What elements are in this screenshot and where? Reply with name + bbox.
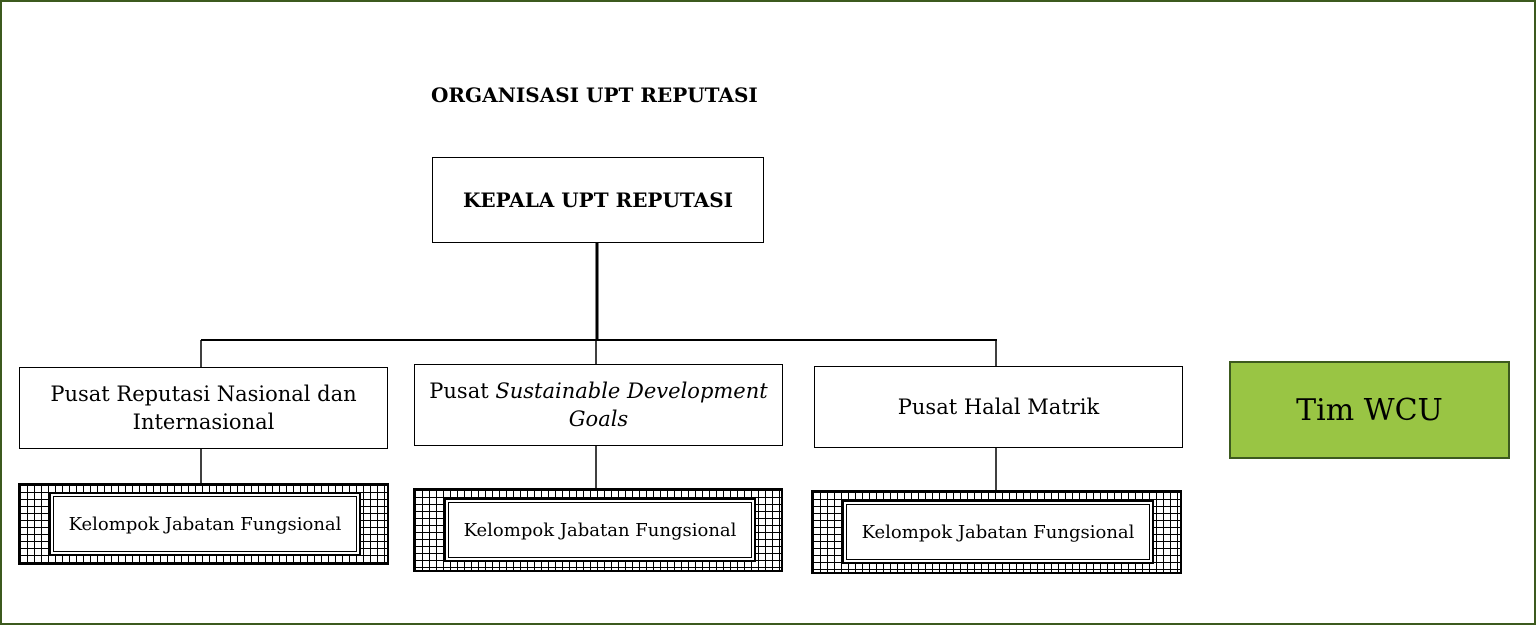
diagram-title: ORGANISASI UPT REPUTASI [431, 83, 758, 107]
functional-group-box: Kelompok Jabatan Fungsional [18, 483, 389, 565]
unit-label-part: Pusat Reputasi Nasional dan Internasiona… [50, 382, 357, 434]
team-box: Tim WCU [1229, 361, 1510, 459]
unit-box-reputasi: Pusat Reputasi Nasional dan Internasiona… [19, 367, 388, 449]
unit-label-part: Pusat Halal Matrik [897, 395, 1100, 419]
functional-group-box: Kelompok Jabatan Fungsional [811, 490, 1182, 574]
unit-box-halal: Pusat Halal Matrik [814, 366, 1183, 448]
unit-label: Pusat Sustainable Development Goals [421, 377, 776, 433]
unit-label: Pusat Reputasi Nasional dan Internasiona… [26, 380, 381, 436]
unit-label-part: Pusat [429, 379, 496, 403]
functional-group-box: Kelompok Jabatan Fungsional [413, 488, 783, 572]
head-box: KEPALA UPT REPUTASI [432, 157, 764, 243]
functional-group-label: Kelompok Jabatan Fungsional [49, 492, 361, 556]
head-label: KEPALA UPT REPUTASI [462, 188, 734, 212]
unit-label-part-italic: Sustainable Development Goals [495, 379, 768, 431]
unit-box-sdg: Pusat Sustainable Development Goals [414, 364, 783, 446]
functional-group-label: Kelompok Jabatan Fungsional [444, 498, 756, 562]
unit-label: Pusat Halal Matrik [898, 393, 1099, 421]
functional-group-label: Kelompok Jabatan Fungsional [842, 500, 1154, 564]
team-label: Tim WCU [1296, 392, 1443, 428]
